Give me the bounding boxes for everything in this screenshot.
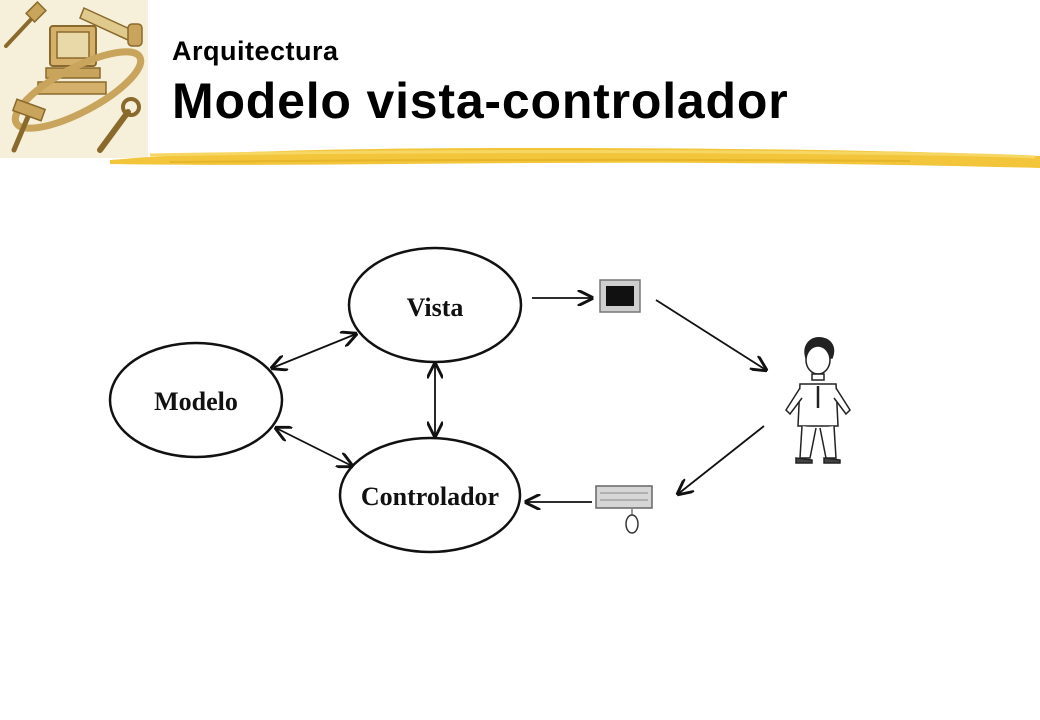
slide-title: Modelo vista-controlador: [172, 73, 789, 129]
screen-icon: [599, 279, 641, 313]
keyboard-mouse-icon: [595, 485, 653, 534]
modelo-controlador-arrow: [276, 428, 352, 466]
modelo-node: Modelo: [108, 341, 284, 459]
slide-subtitle: Arquitectura: [172, 36, 339, 66]
yellow-brush-stroke: [110, 148, 1040, 168]
tools-computer-logo-icon: [0, 0, 148, 158]
user-to-keyboard-arrow: [678, 425, 765, 494]
controlador-label: Controlador: [361, 482, 499, 511]
user-figure-icon: [785, 336, 851, 464]
modelo-vista-arrow: [272, 334, 356, 368]
screen-to-user-arrow: [655, 299, 766, 370]
mvc-diagram: Vista Modelo Controlador: [108, 246, 851, 554]
vista-node: Vista: [347, 246, 523, 364]
controlador-node: Controlador: [338, 436, 522, 554]
vista-label: Vista: [407, 293, 464, 322]
modelo-label: Modelo: [154, 387, 238, 416]
